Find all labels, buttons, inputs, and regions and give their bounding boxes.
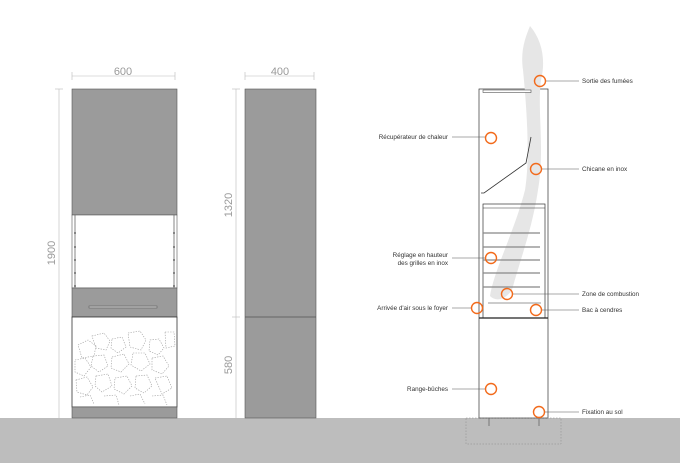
ground: [0, 418, 680, 463]
smoke-plume: [490, 26, 544, 300]
marker-baffle: [529, 162, 543, 176]
baffle: [481, 136, 532, 194]
marker-grill-adjust: [484, 251, 498, 265]
log-pattern: [74, 330, 176, 406]
dim-width-front: 600: [114, 66, 132, 78]
marker-log-store: [484, 382, 498, 396]
label-grill-adjust-2: des grilles en inox: [398, 260, 449, 267]
dim-width-side: 400: [271, 66, 289, 78]
label-air-inlet: Arrivée d'air sous le foyer: [377, 305, 448, 312]
marker-air-inlet: [470, 301, 484, 315]
marker-ash-tray: [529, 303, 543, 317]
section-view: [465, 26, 562, 445]
label-log-store: Range-bûches: [407, 386, 448, 393]
dimension-lines: [55, 72, 315, 418]
label-floor-fixing: Fixation au sol: [582, 409, 623, 416]
marker-smoke-outlet: [533, 74, 547, 88]
marker-combustion-zone: [500, 287, 514, 301]
dim-height-lower: 580: [223, 356, 235, 374]
marker-floor-fixing: [532, 405, 546, 419]
marker-heat-recuperator: [484, 131, 498, 145]
label-ash-tray: Bac à cendres: [582, 307, 622, 314]
callout-markers: [470, 74, 547, 419]
dim-height-upper: 1320: [223, 193, 235, 217]
label-smoke-outlet: Sortie des fumées: [582, 78, 633, 85]
side-view: [244, 88, 317, 419]
label-combustion-zone: Zone de combustion: [582, 291, 640, 298]
label-heat-recuperator: Récupérateur de chaleur: [379, 134, 448, 141]
front-view: [71, 88, 178, 419]
label-grill-adjust-1: Réglage en hauteur: [393, 252, 448, 259]
grills: [483, 232, 540, 288]
dim-height-total: 1900: [46, 241, 58, 265]
ash-drawer-handle: [88, 305, 158, 309]
label-baffle: Chicane en inox: [582, 166, 628, 173]
leader-lines: [452, 80, 579, 413]
